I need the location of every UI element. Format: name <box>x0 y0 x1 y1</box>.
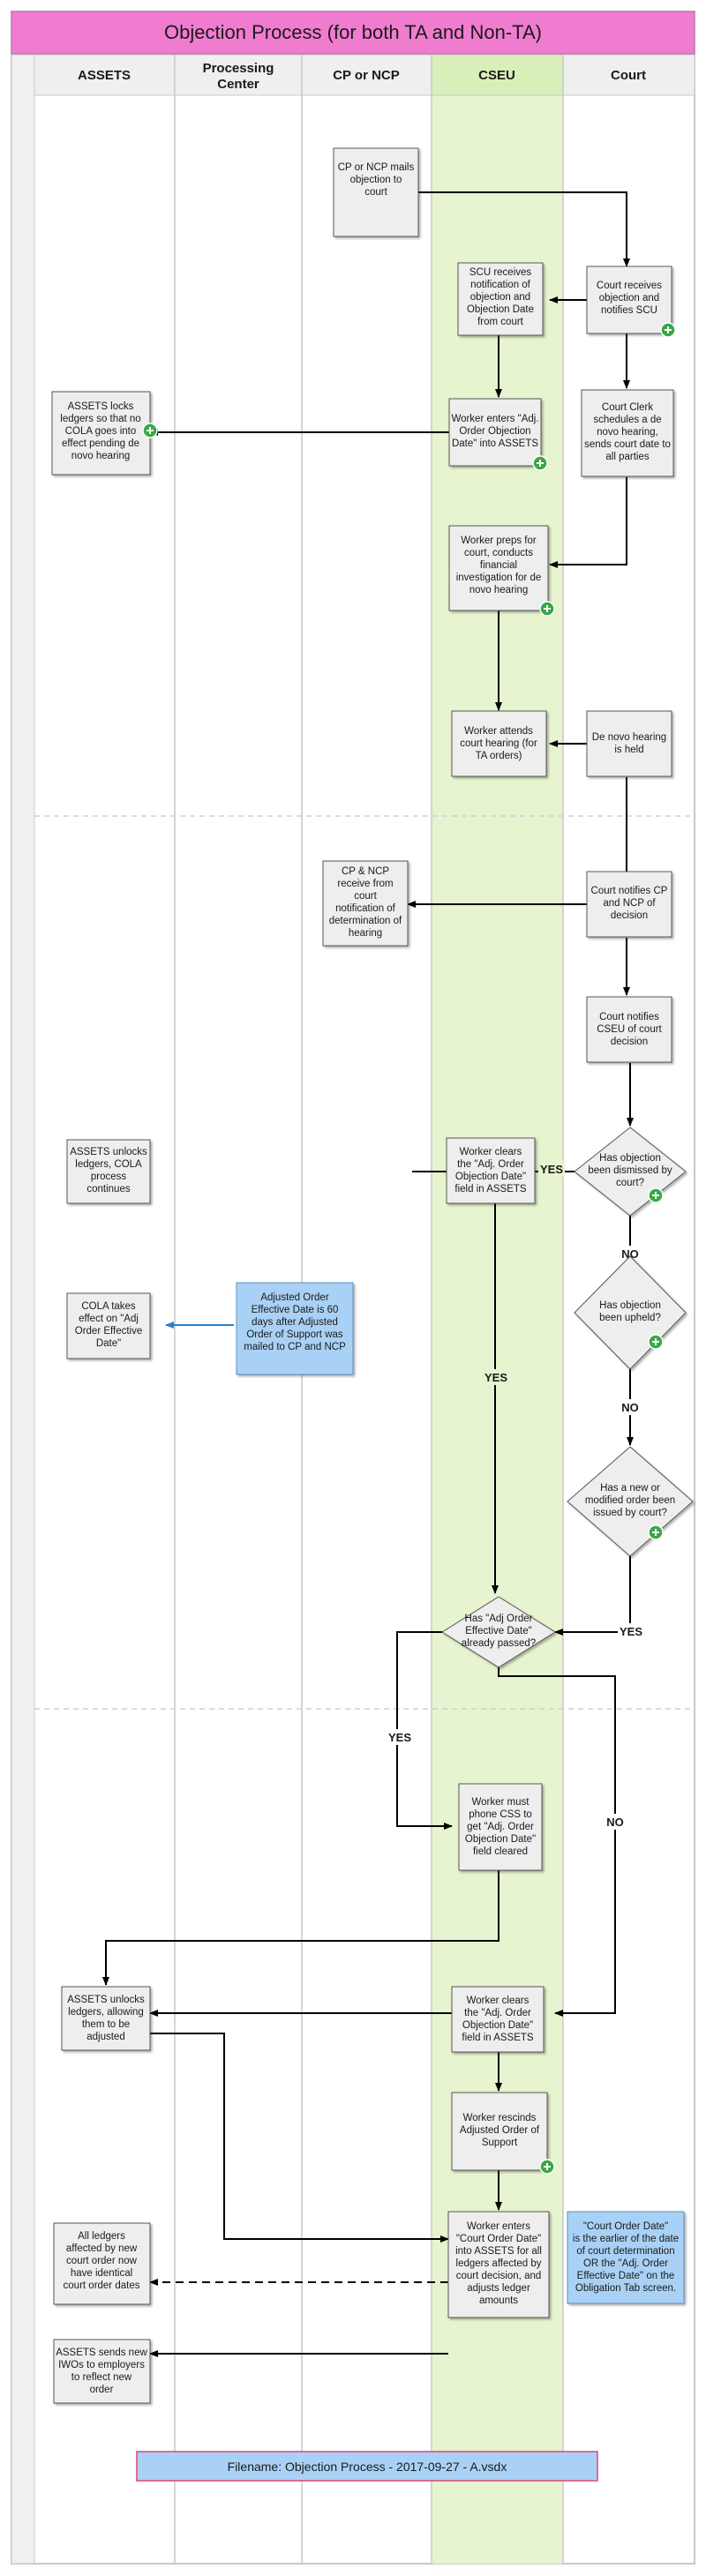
no-label-3: NO <box>606 1816 624 1829</box>
filename-text: Filename: Objection Process - 2017-09-27… <box>228 2460 507 2474</box>
yes-label-1: YES <box>540 1163 563 1176</box>
no-label-2: NO <box>621 1401 639 1414</box>
filename-footer: Filename: Objection Process - 2017-09-27… <box>136 2451 598 2482</box>
lane-header-processing-center-2: Center <box>217 77 259 92</box>
no-label-1: NO <box>621 1247 639 1261</box>
lane-header-cp-ncp: CP or NCP <box>333 68 400 83</box>
title-bar <box>11 11 695 55</box>
lane-header-court: Court <box>611 68 646 83</box>
lane-header-assets: ASSETS <box>78 68 131 83</box>
lane-header-cseu: CSEU <box>478 68 515 83</box>
note-box: "Court Order Date"is the earlier of the … <box>567 2211 685 2304</box>
yes-label-2: YES <box>484 1371 507 1384</box>
node-n22: "Court Order Date"is the earlier of the … <box>573 2221 679 2294</box>
yes-label-3: YES <box>620 1625 642 1638</box>
yes-label-4: YES <box>388 1731 411 1744</box>
node-n21: Worker enters"Court Order Date"into ASSE… <box>455 2221 542 2306</box>
lane-header-processing-center-1: Processing <box>203 61 274 76</box>
diagram-title: Objection Process (for both TA and Non-T… <box>164 21 542 43</box>
process-box: Worker enters"Court Order Date"into ASSE… <box>447 2211 550 2318</box>
connectors-lower <box>102 1631 616 2357</box>
connector-labels: YES NO NO YES YES YES NO <box>387 1161 644 1830</box>
